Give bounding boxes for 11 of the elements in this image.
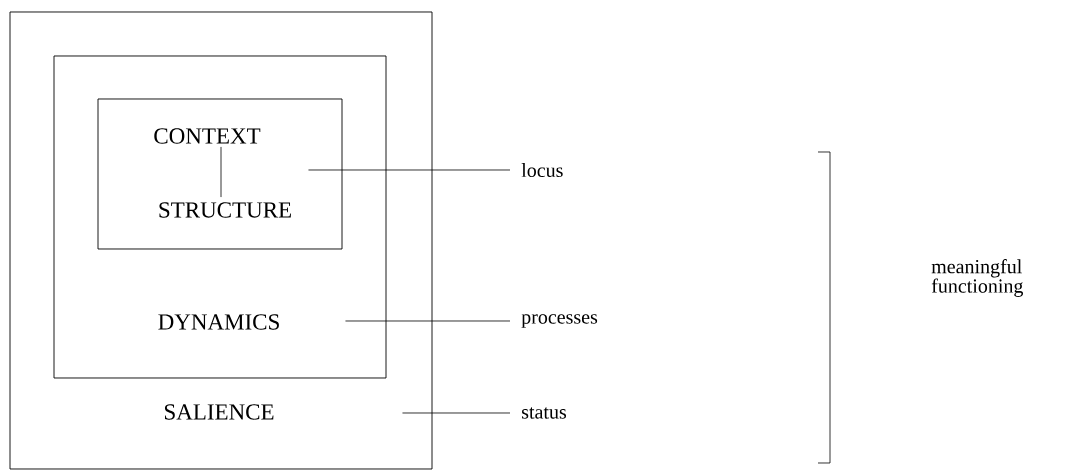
leader-text: locus bbox=[521, 162, 563, 177]
box bbox=[97, 98, 343, 250]
box-label: CONTEXT bbox=[154, 128, 261, 144]
leader-line bbox=[345, 320, 511, 322]
leader-line bbox=[308, 169, 511, 171]
leader-text: status bbox=[522, 407, 567, 419]
side-note: meaningful functioning bbox=[931, 259, 1024, 297]
connector-line bbox=[220, 146, 222, 198]
leader-text: processes bbox=[521, 314, 598, 328]
box-label: STRUCTURE bbox=[159, 202, 291, 218]
leader-line bbox=[402, 412, 511, 414]
